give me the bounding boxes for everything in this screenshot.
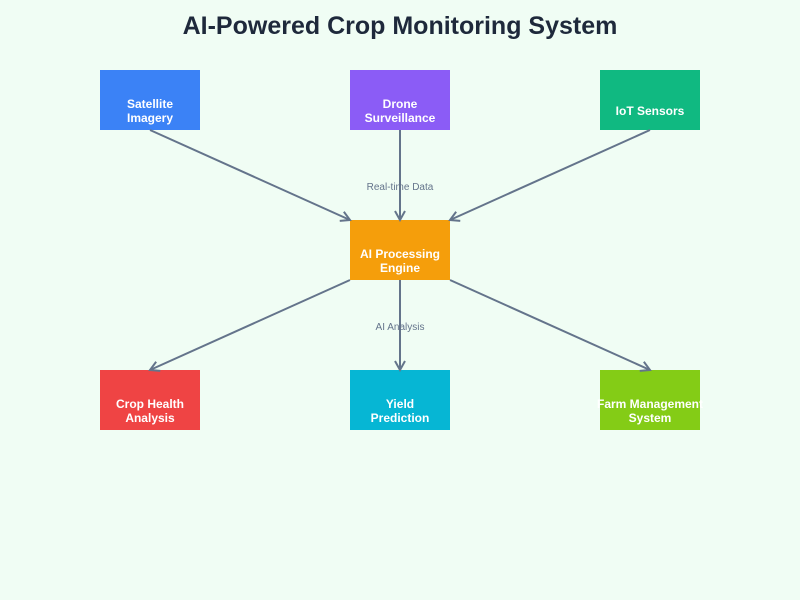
node-label: Crop Health <box>116 397 184 411</box>
edge-iot-to-ai <box>450 129 651 220</box>
diagram-title: AI-Powered Crop Monitoring System <box>182 12 618 40</box>
node-box <box>350 370 450 430</box>
node-label: Farm Management <box>597 397 703 411</box>
node-label: Prediction <box>371 411 430 425</box>
node-label: Satellite <box>127 97 173 111</box>
node-label: Imagery <box>127 111 173 125</box>
node-label: Drone <box>383 97 418 111</box>
node-box <box>350 70 450 130</box>
node-label: System <box>629 411 672 425</box>
node-label: Analysis <box>125 411 175 425</box>
node-box <box>100 370 200 430</box>
edge-ai-to-health <box>150 279 351 370</box>
node-box <box>600 70 700 130</box>
edge-label: Real-time Data <box>367 182 434 193</box>
edge-ai-to-farm <box>449 279 650 370</box>
node-box <box>600 370 700 430</box>
node-label: Engine <box>380 261 420 275</box>
edge-satellite-to-ai <box>149 129 350 220</box>
node-box <box>100 70 200 130</box>
node-iot: IoT Sensors <box>600 70 700 130</box>
node-box <box>350 220 450 280</box>
edge-label: AI Analysis <box>376 322 425 333</box>
node-label: IoT Sensors <box>616 104 685 118</box>
node-label: Surveillance <box>365 111 436 125</box>
node-label: AI Processing <box>360 247 440 261</box>
node-label: Yield <box>386 397 414 411</box>
